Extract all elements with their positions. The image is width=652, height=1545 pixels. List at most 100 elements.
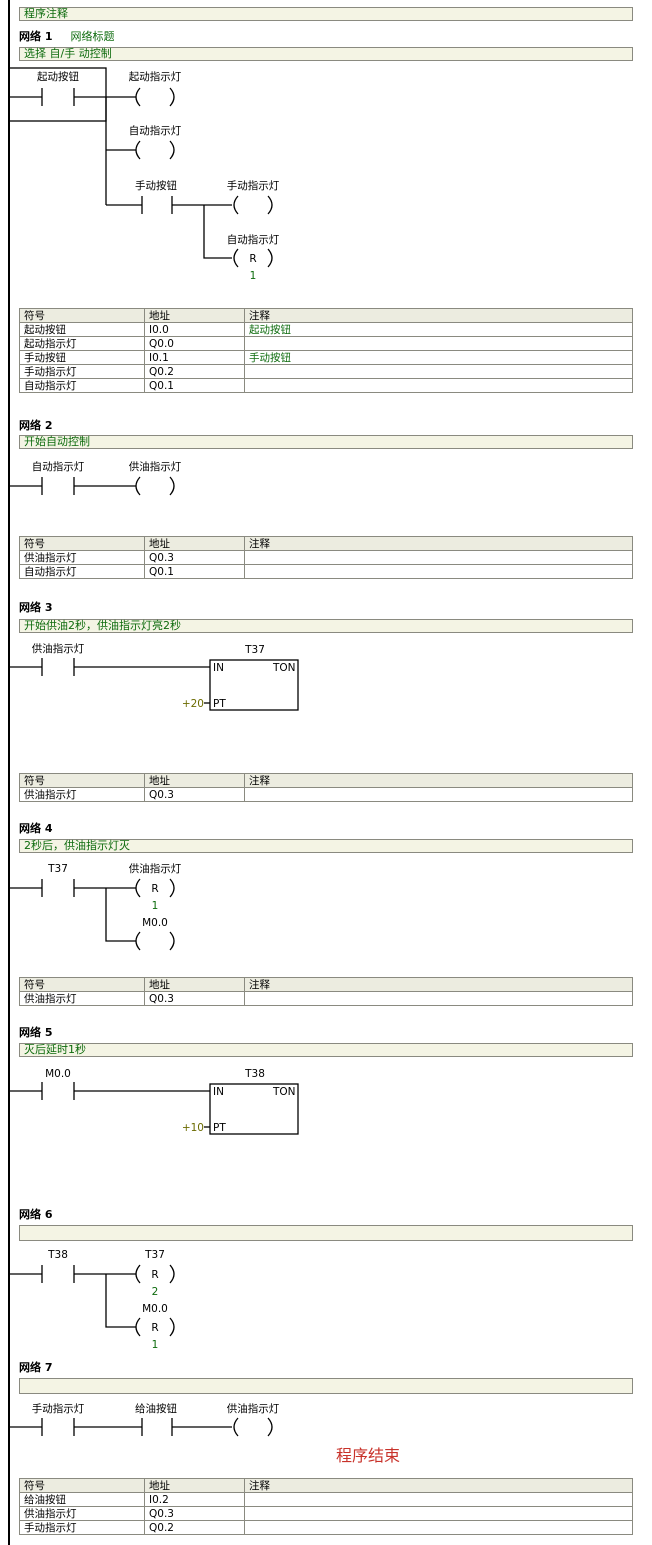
coil-oil-light[interactable]	[135, 476, 175, 496]
coil-type: R	[151, 1322, 158, 1334]
contact-auto-light[interactable]	[10, 477, 136, 495]
timer-type: TON	[272, 662, 296, 674]
network-3-title[interactable]: 网络 3	[19, 601, 53, 614]
network-2-title[interactable]: 网络 2	[19, 419, 53, 432]
coil-label: 起动指示灯	[129, 70, 182, 83]
timer-pt-label: PT	[213, 1122, 226, 1134]
network-2-ladder[interactable]: 自动指示灯 供油指示灯	[0, 0, 652, 520]
coil-reset-t37[interactable]	[135, 1264, 175, 1284]
coil-count: 1	[152, 1339, 159, 1351]
network-1-comment[interactable]: 选择 自/手 动控制	[19, 47, 633, 61]
network-3-ladder[interactable]: 供油指示灯 T37 IN TON PT +20	[0, 0, 652, 720]
contact-label: 给油按钮	[135, 1402, 177, 1415]
contact-manual-light[interactable]	[10, 1418, 142, 1436]
network-7-comment[interactable]	[19, 1378, 633, 1394]
symbol-table-header: 符号 地址 注释	[19, 773, 633, 788]
network-1-subtitle: 网络标题	[70, 30, 115, 43]
contact-label: 供油指示灯	[32, 642, 85, 655]
network-5-title[interactable]: 网络 5	[19, 1026, 53, 1039]
program-comment[interactable]: 程序注释	[19, 7, 633, 21]
coil-m00[interactable]	[135, 931, 175, 951]
coil-count: 2	[152, 1286, 159, 1298]
contact-oil-light[interactable]	[10, 658, 210, 676]
coil-label: 自动指示灯	[227, 233, 280, 246]
contact-label: T37	[47, 863, 68, 875]
network-5-comment[interactable]: 灭后延时1秒	[19, 1043, 633, 1057]
network-4-comment[interactable]: 2秒后，供油指示灯灭	[19, 839, 633, 853]
network-7-ladder[interactable]: 手动指示灯 给油按钮 供油指示灯	[0, 0, 652, 1445]
coil-label: 自动指示灯	[129, 124, 182, 137]
network-1-ladder[interactable]: 起动按钮 起动指示灯 自动指示灯 手动按钮 手动指示灯 自动指示灯 R 1	[0, 0, 652, 300]
contact-m00[interactable]	[10, 1082, 210, 1100]
timer-preset: +20	[182, 698, 204, 710]
coil-manual-light[interactable]	[233, 195, 273, 215]
network-6-ladder[interactable]: T38 T37 R 2 M0.0 R 1	[0, 0, 652, 1355]
network-4-title[interactable]: 网络 4	[19, 822, 53, 835]
contact-manual-button[interactable]	[106, 196, 204, 214]
coil-auto-light[interactable]	[135, 140, 175, 160]
timer-block-t37[interactable]	[209, 659, 299, 711]
contact-label: 手动指示灯	[32, 1402, 85, 1415]
selection-box	[8, 67, 107, 122]
coil-count: 1	[152, 900, 159, 912]
coil-type: R	[151, 883, 158, 895]
symbol-table-header: 符号 地址 注释	[19, 308, 633, 323]
contact-label: M0.0	[45, 1068, 71, 1080]
symbol-table-header: 符号 地址 注释	[19, 977, 633, 992]
timer-preset: +10	[182, 1122, 204, 1134]
network-4-ladder[interactable]: T37 供油指示灯 R 1 M0.0	[0, 0, 652, 960]
coil-label: 供油指示灯	[129, 460, 182, 473]
coil-reset-oil-light[interactable]	[135, 878, 175, 898]
contact-t37[interactable]	[10, 879, 136, 897]
network-2-comment[interactable]: 开始自动控制	[19, 435, 633, 449]
coil-start-light[interactable]	[135, 87, 175, 107]
contact-label: 自动指示灯	[32, 460, 85, 473]
symbol-table-header: 符号 地址 注释	[19, 1478, 633, 1493]
contact-label: 手动按钮	[135, 179, 177, 192]
coil-reset-auto-light[interactable]	[233, 248, 273, 268]
network-3-comment[interactable]: 开始供油2秒，供油指示灯亮2秒	[19, 619, 633, 633]
coil-reset-m00[interactable]	[135, 1317, 175, 1337]
coil-type: R	[249, 253, 256, 265]
network-5-ladder[interactable]: M0.0 T38 IN TON PT +10	[0, 0, 652, 1145]
contact-oil-button[interactable]	[141, 1418, 232, 1436]
contact-label: T38	[47, 1249, 68, 1261]
contact-t38[interactable]	[10, 1265, 136, 1283]
coil-type: R	[151, 1269, 158, 1281]
contact-label: 起动按钮	[37, 70, 79, 83]
power-rail	[8, 0, 10, 1545]
coil-label: M0.0	[142, 917, 168, 929]
coil-label: 供油指示灯	[129, 862, 182, 875]
coil-label: 供油指示灯	[227, 1402, 280, 1415]
coil-oil-light[interactable]	[233, 1417, 273, 1437]
timer-pt-label: PT	[213, 698, 226, 710]
network-6-title[interactable]: 网络 6	[19, 1208, 53, 1221]
contact-start-button[interactable]	[10, 88, 106, 106]
network-7-title[interactable]: 网络 7	[19, 1361, 53, 1374]
network-6-comment[interactable]	[19, 1225, 633, 1241]
coil-label: M0.0	[142, 1303, 168, 1315]
timer-name: T37	[244, 644, 265, 656]
timer-type: TON	[272, 1086, 296, 1098]
timer-in-label: IN	[213, 1086, 224, 1098]
timer-name: T38	[244, 1068, 265, 1080]
timer-in-label: IN	[213, 662, 224, 674]
coil-count: 1	[250, 270, 257, 282]
timer-block-t38[interactable]	[209, 1083, 299, 1135]
